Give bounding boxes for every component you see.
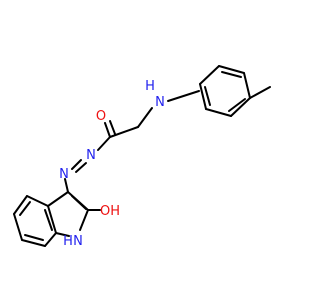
amine-n-label: N [155, 95, 165, 110]
bond [137, 107, 153, 128]
bond [21, 239, 46, 247]
chemical-structure-diagram: H N O N N OH H N [13, 65, 271, 249]
bond [79, 209, 89, 231]
bond [71, 159, 82, 170]
atom-labels: H N O N N OH H N [59, 79, 165, 249]
bond [13, 195, 28, 215]
bond [199, 65, 220, 85]
bond [75, 162, 87, 173]
bond [109, 126, 139, 138]
bond [47, 205, 57, 234]
bond [230, 97, 251, 117]
bond [71, 195, 87, 210]
bond [13, 213, 23, 241]
carbonyl-o-label: O [96, 109, 106, 124]
bond [47, 191, 69, 207]
bond [228, 98, 246, 112]
azo-n2-label: N [59, 167, 69, 182]
bond [109, 120, 116, 135]
bond [19, 201, 31, 216]
bond [218, 65, 245, 74]
bond [221, 71, 242, 78]
bond [249, 86, 271, 99]
structure-canvas: H N O N N OH H N [13, 65, 271, 249]
amine-h-label: H [145, 79, 155, 94]
bond [205, 108, 232, 117]
bond [167, 90, 200, 102]
bond [55, 232, 70, 237]
bond [199, 83, 207, 110]
bond [104, 122, 111, 138]
bonds [13, 65, 271, 247]
azo-n1-label: N [86, 148, 96, 163]
bond [24, 234, 44, 241]
bond [97, 136, 111, 151]
bond [243, 72, 251, 99]
bond [26, 195, 49, 207]
bond [44, 232, 57, 247]
hydroxyl-oh-label: OH [100, 204, 120, 219]
indole-h-label: H [63, 234, 73, 249]
bond [204, 86, 211, 106]
bond [44, 209, 53, 231]
bond [64, 178, 69, 193]
indole-n-label: N [73, 234, 83, 249]
